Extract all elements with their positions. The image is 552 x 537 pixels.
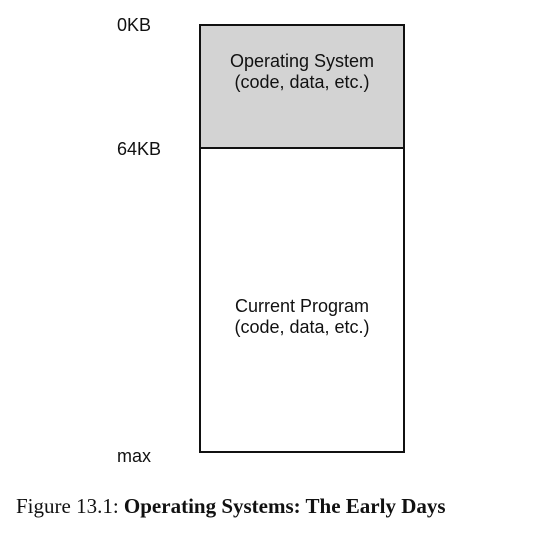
address-label-0kb: 0KB <box>117 15 152 35</box>
operating-system-region-label: Operating System (code, data, etc.) <box>201 51 403 93</box>
operating-system-title: Operating System <box>229 51 375 71</box>
current-program-region-label: Current Program (code, data, etc.) <box>201 296 403 338</box>
operating-system-region: Operating System (code, data, etc.) <box>201 26 403 149</box>
memory-layout-diagram: Operating System (code, data, etc.) Curr… <box>199 24 405 453</box>
operating-system-subtitle: (code, data, etc.) <box>234 72 370 92</box>
address-label-64kb: 64KB <box>117 139 162 159</box>
current-program-subtitle: (code, data, etc.) <box>234 317 370 337</box>
figure-title: Operating Systems: The Early Days <box>123 494 446 518</box>
figure-number: Figure 13.1: <box>16 494 124 518</box>
current-program-title: Current Program <box>234 296 370 316</box>
figure-caption: Figure 13.1: Operating Systems: The Earl… <box>16 494 446 518</box>
address-label-max: max <box>117 446 152 466</box>
